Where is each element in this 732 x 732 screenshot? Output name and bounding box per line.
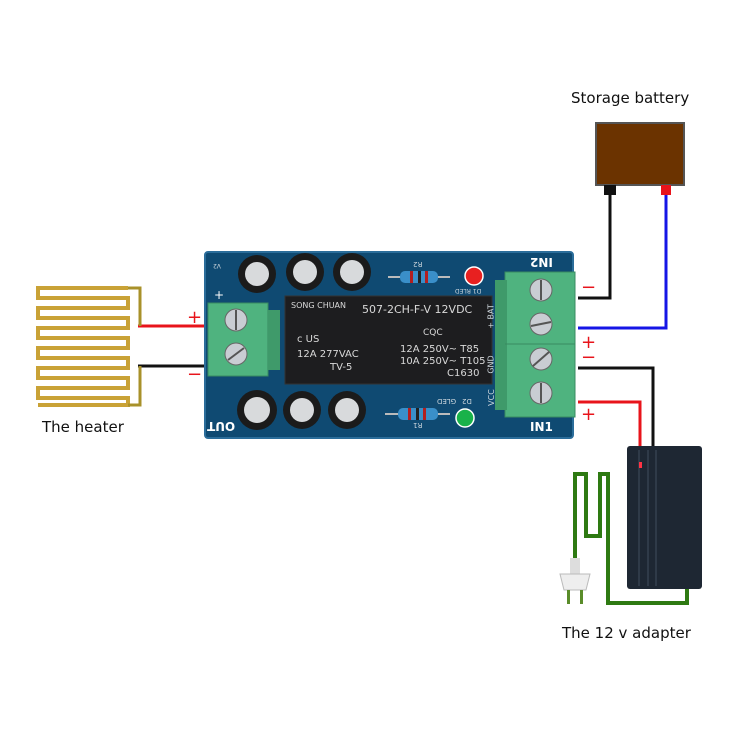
silk-vcc: VCC	[486, 389, 496, 406]
silk-r2: R2	[413, 260, 423, 268]
relay-spec1: 12A 250V~ T85	[400, 344, 480, 355]
battery-negative-terminal	[604, 185, 616, 195]
storage-battery-label: Storage battery	[571, 89, 690, 107]
power-cord	[573, 472, 689, 605]
heater-minus-mark: −	[187, 364, 203, 385]
red-led	[464, 266, 484, 286]
silk-out-plus: +	[214, 288, 225, 302]
silk-gled: GLED	[437, 397, 457, 405]
capacitors	[237, 253, 371, 430]
relay-cert: c US	[297, 334, 320, 345]
silk-d1: D1 RLED	[455, 287, 482, 294]
silk-bat: + BAT	[486, 304, 496, 329]
adapter-label: The 12 v adapter	[562, 624, 691, 642]
power-adapter	[627, 446, 702, 589]
silk-d2: D2	[462, 397, 472, 405]
relay-brand: SONG CHUAN	[291, 301, 347, 310]
relay-rating1: 12A 277VAC	[297, 349, 359, 360]
input-terminal-block	[495, 271, 576, 418]
battery-plus-mark: +	[581, 332, 597, 353]
input-plus-mark: +	[581, 404, 597, 425]
silk-out: OUT	[207, 419, 236, 433]
silk-in2: IN2	[530, 255, 553, 269]
green-led	[455, 408, 475, 428]
input-minus-mark: −	[581, 347, 597, 368]
relay-model: 507-2CH-F-V 12VDC	[362, 303, 473, 316]
relay	[284, 295, 493, 385]
resistor-r1	[385, 408, 450, 420]
silk-gnd: GND	[486, 355, 496, 374]
relay-rating2: TV-5	[330, 362, 353, 373]
relay-spec2: 10A 250V~ T105	[400, 356, 486, 367]
heater-label: The heater	[42, 418, 124, 436]
out-terminal-block	[207, 302, 280, 377]
silk-in1: IN1	[530, 420, 553, 434]
resistor-r2	[388, 271, 450, 283]
silk-r1: R1	[413, 421, 423, 429]
wire-battery-negative	[578, 195, 612, 300]
battery-minus-mark: −	[581, 277, 597, 298]
adapter-led	[639, 462, 642, 468]
relay-cqc: CQC	[423, 328, 443, 338]
heater-element	[36, 286, 142, 407]
wire-adapter-positive	[578, 400, 642, 448]
storage-battery	[595, 122, 685, 195]
wire-battery-positive	[578, 195, 668, 330]
power-plug	[559, 558, 591, 604]
battery-positive-terminal	[661, 185, 671, 195]
relay-module-board	[204, 251, 576, 439]
heater-plus-mark: +	[187, 307, 203, 328]
silk-v2: V2	[213, 262, 221, 269]
wire-adapter-negative	[578, 366, 655, 448]
relay-code: C1630	[447, 368, 480, 379]
